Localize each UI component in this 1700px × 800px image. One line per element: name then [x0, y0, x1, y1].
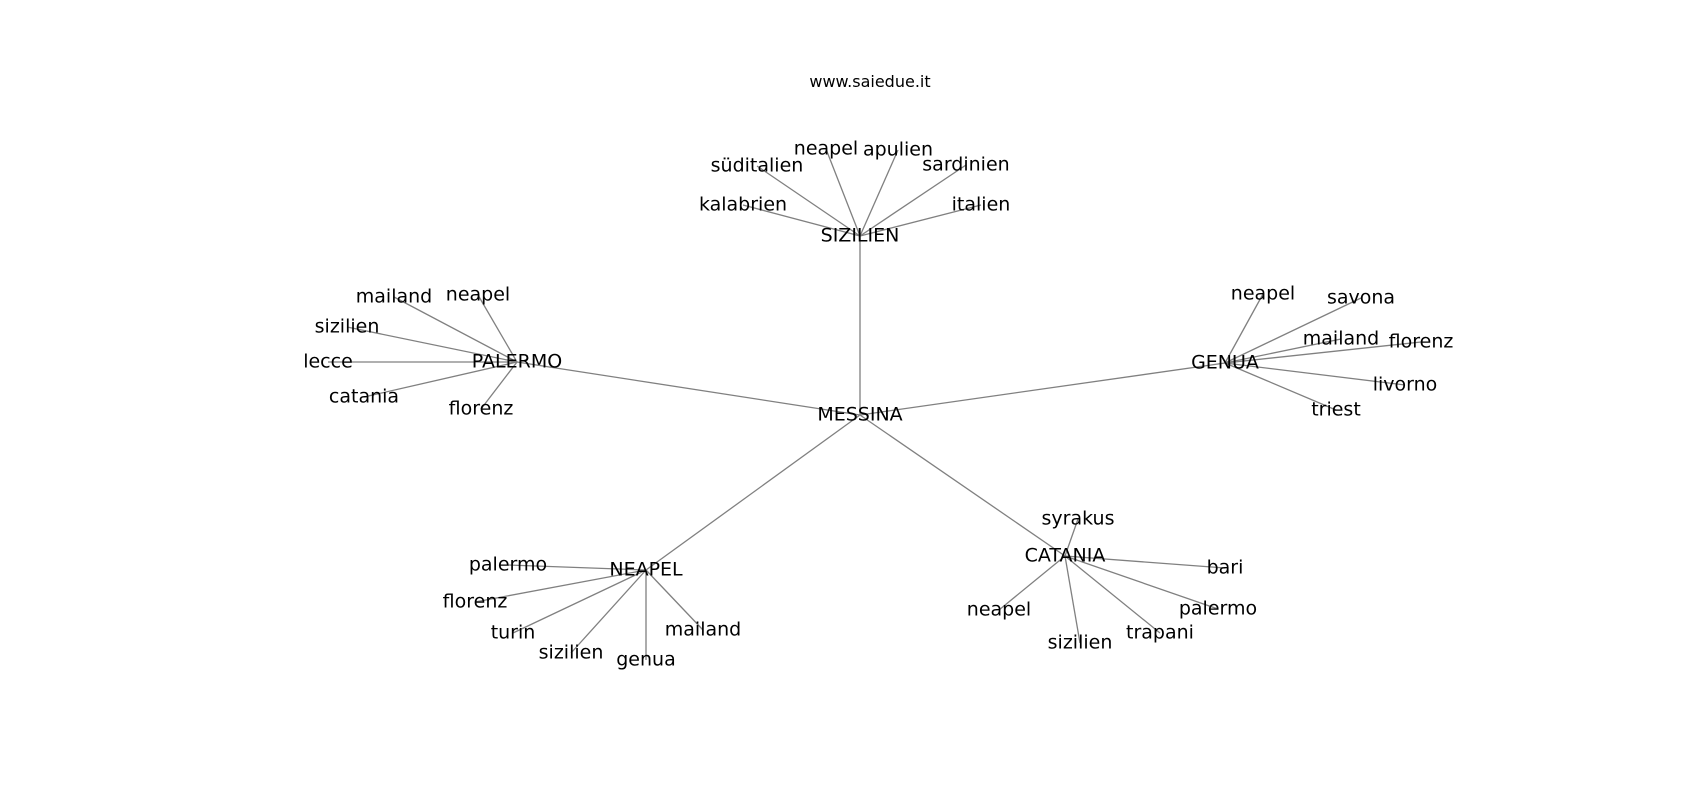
labels-layer: MESSINASIZILIENkalabriensüditalienneapel…	[303, 138, 1453, 671]
edge-root-catania	[859, 414, 1066, 557]
edge-root-palermo	[516, 361, 861, 416]
leaf-node-catania-5: neapel	[967, 599, 1031, 621]
edge-palermo-leaf	[477, 294, 518, 363]
leaf-node-sizilien-5: italien	[952, 194, 1011, 216]
edge-sizilien-leaf	[756, 165, 861, 237]
edge-sizilien-leaf	[742, 204, 861, 237]
edge-catania-leaf	[1064, 518, 1079, 557]
leaf-node-neapel-0: palermo	[469, 554, 547, 576]
edge-genua-leaf	[1224, 362, 1406, 386]
edge-neapel-leaf	[570, 569, 647, 654]
hub-node-palermo: PALERMO	[472, 351, 562, 373]
leaf-node-neapel-3: sizilien	[539, 642, 604, 664]
edge-palermo-leaf	[480, 361, 518, 410]
leaf-node-sizilien-3: apulien	[863, 139, 933, 161]
leaf-node-genua-2: mailand	[1303, 328, 1379, 350]
leaf-node-neapel-5: mailand	[665, 619, 741, 641]
hub-node-genua: GENUA	[1191, 352, 1259, 374]
leaf-node-sizilien-1: süditalien	[711, 155, 804, 177]
hub-node-sizilien: SIZILIEN	[821, 225, 900, 247]
leaf-node-genua-3: florenz	[1389, 331, 1454, 353]
leaf-node-palermo-2: sizilien	[315, 316, 380, 338]
edge-catania-leaf	[1064, 555, 1219, 610]
leaf-node-neapel-1: florenz	[443, 591, 508, 613]
hub-node-neapel: NEAPEL	[609, 559, 683, 581]
root-node-label: MESSINA	[817, 404, 902, 426]
leaf-node-palermo-1: neapel	[446, 284, 510, 306]
edge-neapel-leaf	[507, 564, 647, 571]
edge-neapel-leaf	[474, 569, 647, 603]
leaf-node-catania-2: palermo	[1179, 598, 1257, 620]
edge-genua-leaf	[1224, 293, 1264, 364]
leaf-node-palermo-3: lecce	[303, 351, 353, 373]
edge-catania-leaf	[1064, 555, 1161, 634]
edge-sizilien-leaf	[859, 204, 982, 237]
leaf-node-genua-5: triest	[1311, 399, 1361, 421]
edge-catania-leaf	[1064, 555, 1226, 569]
leaf-node-catania-3: trapani	[1126, 622, 1194, 644]
edge-catania-leaf	[998, 555, 1066, 611]
leaf-node-neapel-2: turin	[491, 622, 536, 644]
edge-catania-leaf	[1064, 555, 1081, 644]
edge-palermo-leaf	[363, 361, 518, 398]
edge-sizilien-leaf	[859, 149, 899, 237]
edge-genua-leaf	[1224, 297, 1362, 364]
edge-palermo-leaf	[393, 296, 518, 363]
leaf-node-palermo-0: mailand	[356, 286, 432, 308]
edge-neapel-leaf	[512, 569, 647, 634]
edge-root-neapel	[645, 414, 861, 571]
leaf-node-catania-0: syrakus	[1042, 508, 1115, 530]
leaf-node-sizilien-4: sardinien	[922, 154, 1009, 176]
leaf-node-catania-4: sizilien	[1048, 632, 1113, 654]
leaf-node-palermo-4: catania	[329, 386, 399, 408]
edges-layer	[328, 148, 1422, 660]
edge-root-genua	[859, 362, 1226, 416]
edge-genua-leaf	[1224, 362, 1337, 411]
edge-sizilien-leaf	[859, 164, 967, 237]
leaf-node-genua-4: livorno	[1373, 374, 1438, 396]
edge-genua-leaf	[1224, 338, 1342, 364]
edge-palermo-leaf	[346, 326, 518, 363]
leaf-node-sizilien-2: neapel	[794, 138, 858, 160]
edge-genua-leaf	[1224, 341, 1422, 364]
leaf-node-genua-0: neapel	[1231, 283, 1295, 305]
diagram-title: www.saiedue.it	[809, 72, 930, 91]
leaf-node-sizilien-0: kalabrien	[699, 194, 787, 216]
leaf-node-catania-1: bari	[1207, 557, 1244, 579]
edge-sizilien-leaf	[825, 148, 861, 237]
leaf-node-neapel-4: genua	[616, 649, 675, 671]
hub-node-catania: CATANIA	[1025, 545, 1106, 567]
leaf-node-palermo-5: florenz	[449, 398, 514, 420]
edge-neapel-leaf	[645, 569, 704, 631]
leaf-node-genua-1: savona	[1327, 287, 1395, 309]
